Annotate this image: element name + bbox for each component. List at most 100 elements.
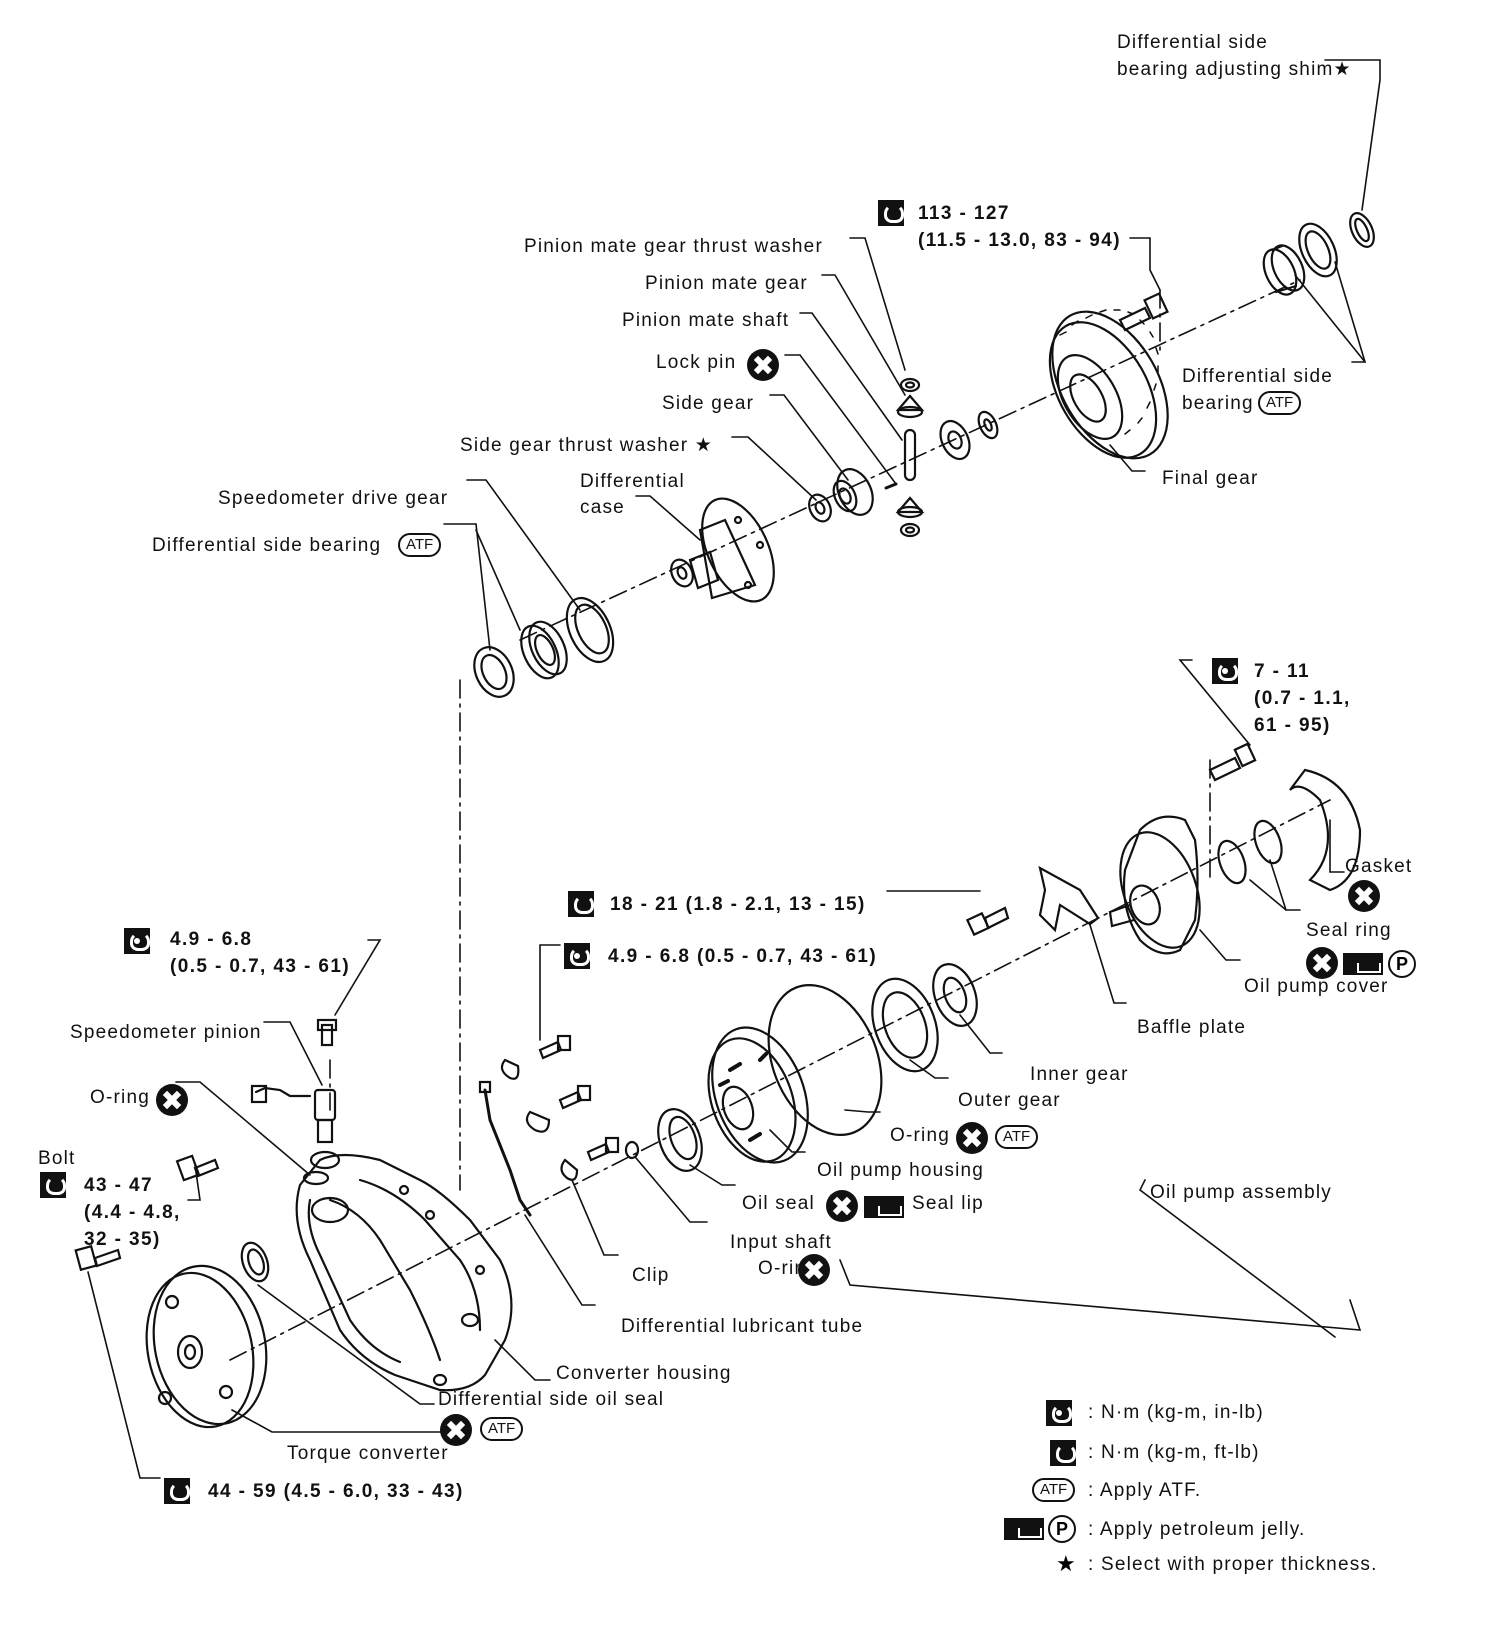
- speedometer-drive-gear: [565, 596, 615, 664]
- input-shaft-o-ring: [624, 1140, 640, 1160]
- wrench-filled-icon: [1046, 1400, 1072, 1426]
- legend-item-text: : N·m (kg-m, ft-lb): [1088, 1442, 1260, 1463]
- bolt-left: [175, 1154, 220, 1182]
- legend-item-text: : Select with proper thickness.: [1088, 1554, 1378, 1575]
- torque-pump-cover-3: 61 - 95): [1254, 715, 1331, 736]
- label-oil-seal: Oil seal: [742, 1193, 815, 1214]
- petroleum-jelly-icon: [1343, 953, 1383, 975]
- label-side-gear-thrust-washer: Side gear thrust washer ★: [460, 435, 713, 456]
- torque-bolt-2: (4.4 - 4.8,: [84, 1202, 181, 1223]
- replace-icon: [956, 1122, 988, 1154]
- adjusting-shim: [1349, 212, 1375, 248]
- torque-converter: [145, 1264, 268, 1429]
- label-oil-pump-housing: Oil pump housing: [817, 1160, 985, 1181]
- label-o-ring-left: O-ring: [90, 1087, 150, 1108]
- replace-icon: [440, 1414, 472, 1446]
- label-shim-line1: Differential side: [1117, 32, 1269, 53]
- legend-item-text: : Apply ATF.: [1088, 1480, 1202, 1501]
- center-axis-lines: [229, 279, 1331, 1361]
- baffle-bolt: [965, 906, 1010, 937]
- legend-item-text: : N·m (kg-m, in-lb): [1088, 1402, 1264, 1423]
- label-side-gear: Side gear: [662, 393, 755, 414]
- label-clip: Clip: [632, 1265, 670, 1286]
- label-bolt: Bolt: [38, 1148, 76, 1169]
- petroleum-jelly-icon: [864, 1196, 904, 1218]
- wrench-icon: [1050, 1440, 1076, 1466]
- label-oil-pump-assembly: Oil pump assembly: [1150, 1182, 1332, 1203]
- pump-cover-bolt: [1208, 742, 1257, 782]
- seal-rings: [1217, 819, 1283, 885]
- legend-item-text: : Apply petroleum jelly.: [1088, 1519, 1306, 1540]
- final-gear: [1048, 309, 1169, 460]
- label-torque-converter: Torque converter: [287, 1443, 449, 1464]
- replace-icon: [1306, 947, 1338, 979]
- label-seal-ring: Seal ring: [1306, 920, 1392, 941]
- wrench-icon: [40, 1172, 66, 1198]
- gasket: [1289, 768, 1362, 892]
- outer-gear: [871, 977, 939, 1073]
- pinion-mate-washers: [884, 377, 999, 538]
- torque-baffle-bolt: 18 - 21 (1.8 - 2.1, 13 - 15): [610, 894, 866, 915]
- oil-pump-cover: [1108, 815, 1201, 955]
- inner-gear: [932, 963, 978, 1027]
- o-ring-pump: [767, 984, 883, 1136]
- label-diff-side-bearing-right-1: Differential side: [1182, 366, 1334, 387]
- torque-bolt-3: 32 - 35): [84, 1229, 161, 1250]
- label-input-shaft: Input shaft: [730, 1232, 832, 1253]
- wrench-filled-icon: [564, 943, 590, 969]
- label-oil-pump-cover: Oil pump cover: [1244, 976, 1389, 997]
- label-differential-case-2: case: [580, 497, 625, 518]
- torque-bolt-1: 43 - 47: [84, 1175, 153, 1196]
- wrench-icon: [878, 200, 904, 226]
- speedometer-pinion: [250, 1018, 341, 1186]
- atf-icon: ATF: [1032, 1478, 1076, 1502]
- label-inner-gear: Inner gear: [1030, 1064, 1129, 1085]
- oil-seal: [657, 1108, 703, 1172]
- atf-icon: ATF: [1258, 391, 1302, 415]
- tc-bolt: [74, 1244, 122, 1272]
- petroleum-p-icon: P: [1388, 950, 1416, 978]
- atf-icon: ATF: [398, 533, 442, 557]
- wrench-icon: [568, 891, 594, 917]
- replace-icon: [747, 349, 779, 381]
- label-seal-lip: Seal lip: [912, 1193, 984, 1214]
- clips: [500, 1058, 579, 1181]
- label-final-gear: Final gear: [1162, 468, 1259, 489]
- diff-side-bearing-right: [1262, 222, 1338, 296]
- bracket-bolts: [538, 1034, 620, 1162]
- torque-pump-cover-2: (0.7 - 1.1,: [1254, 688, 1351, 709]
- replace-icon: [1348, 880, 1380, 912]
- torque-final-gear-2: (11.5 - 13.0, 83 - 94): [918, 230, 1121, 251]
- petroleum-p-icon: P: [1048, 1515, 1076, 1543]
- label-pinion-mate-gear: Pinion mate gear: [645, 273, 808, 294]
- baffle-plate: [1038, 865, 1100, 933]
- torque-final-gear-1: 113 - 127: [918, 203, 1010, 224]
- wrench-filled-icon: [1212, 658, 1238, 684]
- label-differential-case-1: Differential: [580, 471, 685, 492]
- label-speedometer-pinion: Speedometer pinion: [70, 1022, 262, 1043]
- torque-speedo-2: (0.5 - 0.7, 43 - 61): [170, 956, 351, 977]
- differential-case: [670, 497, 775, 603]
- star-icon: ★: [1056, 1552, 1076, 1577]
- differential-lubricant-tube: [478, 1080, 532, 1217]
- label-differential-lubricant-tube: Differential lubricant tube: [621, 1316, 864, 1337]
- wrench-filled-icon: [124, 928, 150, 954]
- label-differential-side-oil-seal: Differential side oil seal: [438, 1389, 665, 1410]
- label-converter-housing: Converter housing: [556, 1363, 732, 1384]
- label-diff-side-bearing-left: Differential side bearing: [152, 535, 382, 556]
- label-pinion-mate-gear-thrust-washer: Pinion mate gear thrust washer: [524, 236, 823, 257]
- side-gear-left: [808, 468, 874, 523]
- petroleum-jelly-icon: [1004, 1518, 1044, 1540]
- label-o-ring-pump: O-ring: [890, 1125, 950, 1146]
- replace-icon: [826, 1190, 858, 1222]
- replace-icon: [156, 1084, 188, 1116]
- converter-housing: [295, 1153, 513, 1392]
- torque-converter-bolts: 44 - 59 (4.5 - 6.0, 33 - 43): [208, 1481, 464, 1502]
- wrench-icon: [164, 1478, 190, 1504]
- label-gasket: Gasket: [1345, 856, 1413, 877]
- label-shim-line2: bearing adjusting shim★: [1117, 59, 1352, 80]
- label-outer-gear: Outer gear: [958, 1090, 1061, 1111]
- oil-pump-housing: [707, 1026, 809, 1164]
- replace-icon: [798, 1254, 830, 1286]
